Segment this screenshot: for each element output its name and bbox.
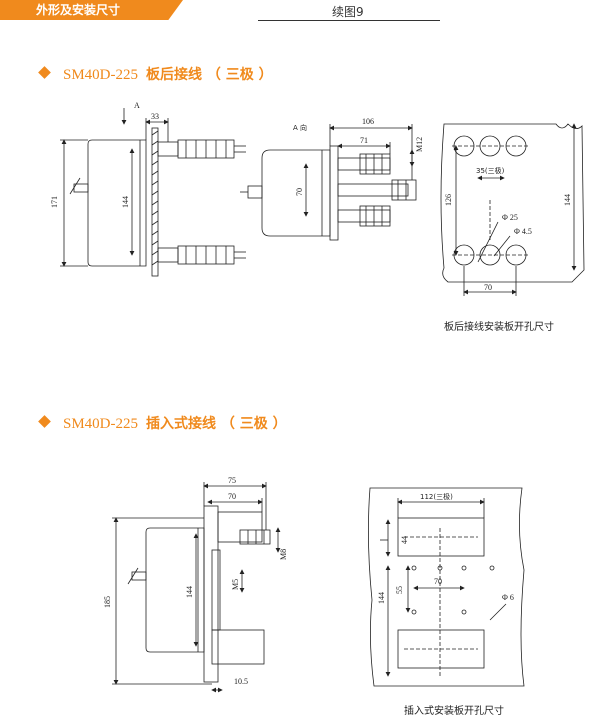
dim-55: 55: [395, 586, 404, 594]
dim-70: 70: [434, 577, 442, 586]
section-title-text: 板后接线 （ 三极 ）: [146, 67, 273, 83]
plug-in-panel-cutout: [368, 487, 525, 687]
page-label-underline: [258, 20, 440, 21]
section-title-plug-in-wiring: SM40D-225 插入式接线 （ 三极 ）: [38, 413, 287, 433]
dim-44: 44: [400, 536, 409, 544]
dim-144: 144: [121, 196, 130, 208]
page-label: 续图9: [332, 5, 364, 19]
dim-m12: M12: [415, 137, 424, 152]
dim-144-right: 144: [563, 194, 572, 206]
dim-144-right: 144: [377, 592, 386, 604]
dim-171: 171: [50, 196, 59, 208]
rear-wiring-cutout-caption: 板后接线安装板开孔尺寸: [444, 322, 554, 333]
dim-75: 75: [228, 476, 236, 485]
dim-m5: M5: [231, 579, 240, 590]
dim-70: 70: [295, 188, 304, 196]
rear-wiring-a-view: [240, 124, 417, 241]
dim-33: 33: [151, 112, 159, 121]
rear-wiring-side-view: [60, 108, 246, 277]
section-header-tab: 外形及安装尺寸: [0, 0, 183, 20]
dim-phi25: Φ 25: [502, 213, 518, 222]
dim-10-5: 10.5: [234, 677, 248, 686]
dim-35-three-pole: 35(三极): [476, 166, 505, 175]
dim-m8: M8: [279, 549, 288, 560]
dim-185: 185: [103, 596, 112, 608]
model-number: SM40D-225: [63, 416, 139, 432]
dim-phi6: Φ 6: [502, 593, 514, 602]
dim-106: 106: [362, 117, 374, 126]
dim-126: 126: [444, 194, 453, 206]
section-title-text: 插入式接线 （ 三极 ）: [146, 416, 287, 432]
view-arrow-label: A: [134, 101, 140, 110]
view-a-heading: A 向: [293, 123, 307, 132]
model-number: SM40D-225: [63, 67, 139, 83]
plug-in-side-view: [112, 482, 281, 693]
section-title-rear-wiring: SM40D-225 板后接线 （ 三极 ）: [38, 64, 273, 84]
plug-in-cutout-caption: 插入式安装板开孔尺寸: [404, 706, 504, 717]
dim-144: 144: [185, 586, 194, 598]
dim-71: 71: [360, 136, 368, 145]
dim-70-top: 70: [228, 492, 236, 501]
dim-phi4-5: Φ 4.5: [514, 227, 532, 236]
dim-112-three-pole: 112(三极): [420, 492, 453, 501]
rear-wiring-panel-cutout: [440, 123, 585, 296]
dim-70-bottom: 70: [484, 283, 492, 292]
